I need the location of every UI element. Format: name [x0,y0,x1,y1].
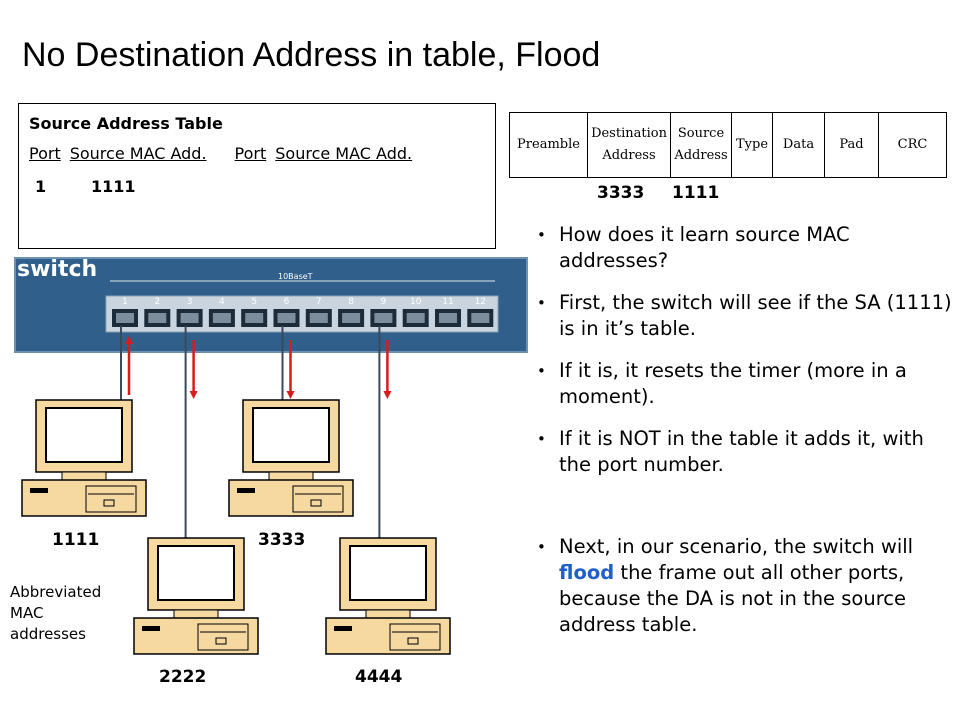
port-panel [105,295,499,333]
port-contacts [342,313,361,323]
port-number: 3 [187,297,193,307]
port-contacts [212,313,231,323]
port-jack [467,309,494,327]
abbreviated-mac-note: Abbreviated MAC addresses [10,583,102,643]
port-jack [305,309,332,327]
flood-highlight: flood [559,561,615,584]
port-contacts [180,313,199,323]
cables [120,326,392,540]
port-number: 9 [381,297,387,307]
port-contacts [116,313,134,323]
computer-mac-label: 2222 [159,667,207,687]
header-port-1: Port [29,144,61,163]
port-jack [273,309,300,327]
port-number: 5 [251,297,257,307]
computer-mac-label: 1111 [52,530,100,550]
port-jack [112,309,138,327]
computer-icon [21,399,147,517]
port-jack [338,309,365,327]
port-number: 10 [410,297,422,307]
port-contacts [245,313,264,323]
table-row-port: 1 [35,177,47,196]
computer-icon [325,537,451,655]
frame-field-crc: CRC [878,112,947,178]
source-address-table: Source Address Table Port Source MAC Add.… [18,103,496,249]
frame-destination-value: 3333 [597,183,645,203]
port-number: 12 [475,297,486,307]
port-contacts [277,313,296,323]
port-contacts [309,313,328,323]
port-jack [370,309,397,327]
port-contacts [374,313,393,323]
computer-mac-label: 3333 [258,530,306,550]
port-jack [402,309,429,327]
switch-model-label: 10BaseT [278,272,313,281]
computer-icon [228,399,354,517]
port-jack [435,309,461,327]
source-address-table-title: Source Address Table [29,114,223,133]
port-contacts [471,313,490,323]
port-jack [144,309,171,327]
frame-source-value: 1111 [672,183,720,203]
port-number: 8 [348,297,354,307]
frame-field-pad: Pad [824,112,879,178]
port-number: 11 [442,297,453,307]
port-number: 1 [122,297,128,307]
slide-title: No Destination Address in table, Flood [22,36,601,74]
port-contacts [406,313,425,323]
computer-mac-label: 4444 [355,667,403,687]
frame-field-data: Data [772,112,825,178]
port-jack [241,309,268,327]
computer-icon [133,537,259,655]
header-port-2: Port [234,144,267,163]
port-contacts [439,313,457,323]
switch-label: switch [17,257,98,282]
port-number: 4 [219,297,225,307]
header-mac-2: Source MAC Add. [275,144,413,163]
frame-field-preamble: Preamble [509,112,588,178]
port-contacts [148,313,167,323]
port-number: 2 [154,297,160,307]
frame-field-type: Type [731,112,773,178]
port-number: 6 [284,297,290,307]
port-number: 7 [316,297,322,307]
port-jack [176,309,203,327]
table-row-mac: 1111 [91,177,136,196]
port-jack [208,309,235,327]
source-address-table-header: Port Source MAC Add. Port Source MAC Add. [29,144,421,163]
header-mac-1: Source MAC Add. [69,144,207,163]
